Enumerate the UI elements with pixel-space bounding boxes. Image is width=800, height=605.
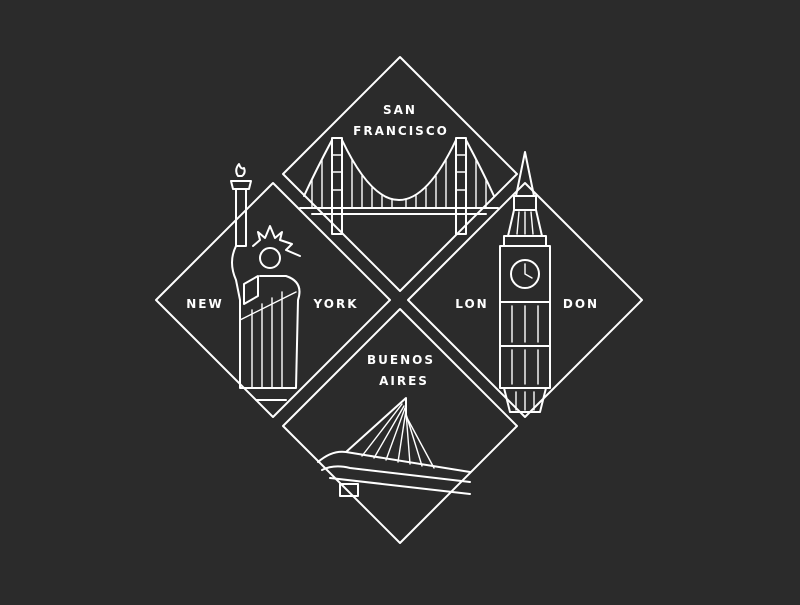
- san-francisco-frame: [282, 56, 518, 292]
- big-ben-icon: [499, 151, 551, 413]
- puente-de-la-mujer-icon: [317, 397, 471, 497]
- buenos-aires-tile: BUENOS AIRES: [282, 308, 518, 544]
- london-frame: [407, 182, 643, 418]
- new-york-tile: NEW YORK: [155, 163, 391, 418]
- golden-gate-bridge-icon: [299, 137, 499, 235]
- london-tile: LON DON: [407, 151, 643, 418]
- buenos-aires-label-line2: AIRES: [379, 374, 429, 388]
- buenos-aires-label-line1: BUENOS: [367, 353, 435, 367]
- san-francisco-label-line1: SAN: [383, 103, 417, 117]
- new-york-label-right: YORK: [312, 297, 358, 311]
- new-york-label-left: NEW: [186, 297, 223, 311]
- new-york-frame: [155, 182, 391, 418]
- buenos-aires-frame: [282, 308, 518, 544]
- san-francisco-label-line2: FRANCISCO: [353, 124, 449, 138]
- london-label-left: LON: [455, 297, 488, 311]
- statue-of-liberty-icon: [230, 163, 301, 401]
- london-label-right: DON: [563, 297, 599, 311]
- san-francisco-tile: SAN FRANCISCO: [282, 56, 518, 292]
